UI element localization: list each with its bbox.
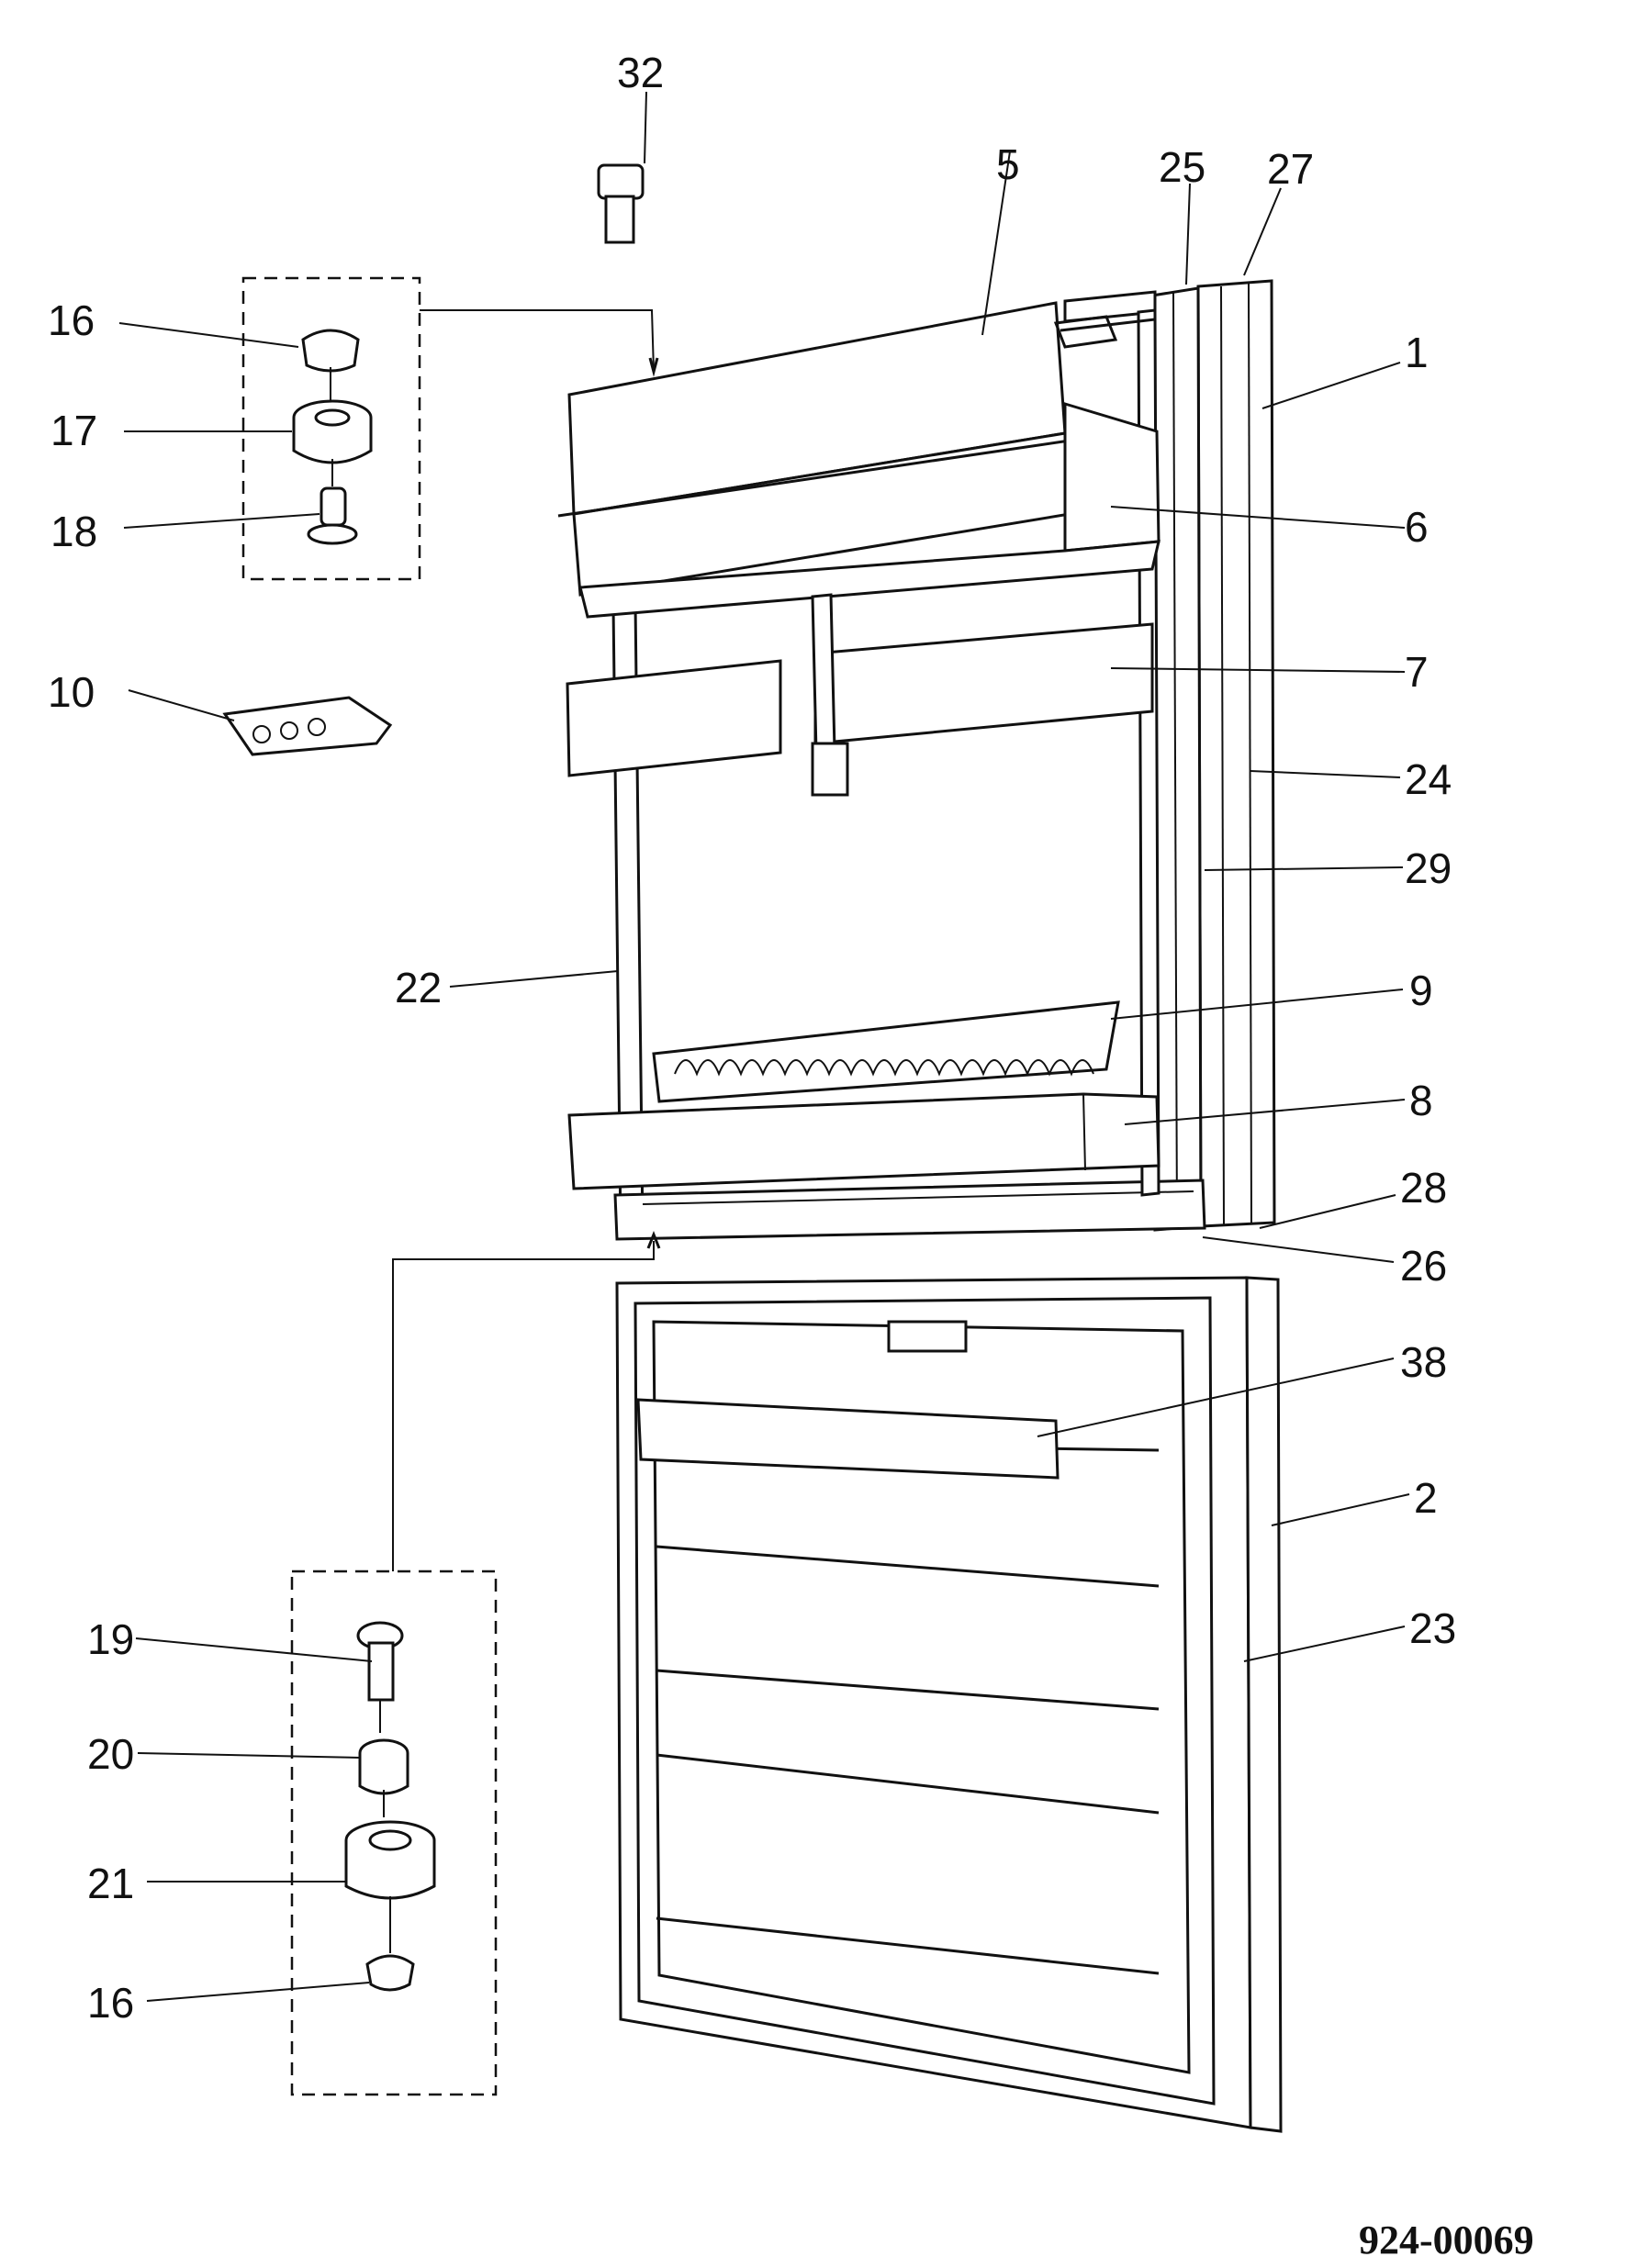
callout-38: 38 [1400,1338,1447,1386]
hinge-bush-16-lower [365,1954,415,1992]
callout-18: 18 [50,508,97,555]
hinge-pin-18 [320,486,347,527]
callout-16-upper: 16 [48,296,95,344]
callout-25: 25 [1159,143,1205,191]
callout-21: 21 [87,1860,134,1907]
callout-17: 17 [50,407,97,454]
callout-19: 19 [87,1615,134,1663]
callout-22: 22 [395,964,442,1011]
bottom-door-shelf [567,1092,1160,1190]
door-shelf-7-right [813,622,1154,745]
callout-6: 6 [1405,503,1429,551]
leader-lines [118,91,1410,2002]
callout-2: 2 [1414,1474,1438,1522]
callout-23: 23 [1409,1604,1456,1652]
egg-rack [652,1000,1120,1103]
callout-28: 28 [1400,1164,1447,1212]
callout-26: 26 [1400,1242,1447,1290]
callout-5: 5 [996,140,1020,188]
door-bar-38 [636,1398,1060,1480]
upper-door-assembly [557,279,1276,1241]
callout-9: 9 [1409,966,1433,1014]
lower-door-assembly [615,1276,1283,2133]
lower-door-liner [652,1320,1191,2074]
callout-32: 32 [617,49,664,96]
door-shelf-6-front [578,540,1160,619]
callout-20: 20 [87,1730,134,1778]
callout-7: 7 [1405,648,1429,696]
door-shelf-7-left [566,659,782,777]
callout-8: 8 [1409,1077,1433,1124]
callout-29: 29 [1405,844,1452,892]
callout-16-lower: 16 [87,1979,134,2027]
screw-32 [597,163,645,244]
upper-door-bottom-rail [613,1179,1206,1241]
upper-hinge-parts [241,276,659,581]
hinge-bush-16 [301,329,360,373]
callout-10: 10 [48,668,95,716]
callout-27: 27 [1267,145,1314,193]
callout-24: 24 [1405,755,1452,803]
upper-door-frame [1196,279,1276,1228]
lower-hinge-parts [290,1230,661,2096]
drawing-code: 924-00069 [1359,2218,1534,2262]
callout-labels: 32 5 25 27 16 17 18 1 6 10 7 24 29 22 9 … [48,49,1456,2027]
bracket-plate-10 [222,696,393,756]
callout-1: 1 [1405,329,1429,376]
lower-door-side-profile [1245,1276,1283,2133]
